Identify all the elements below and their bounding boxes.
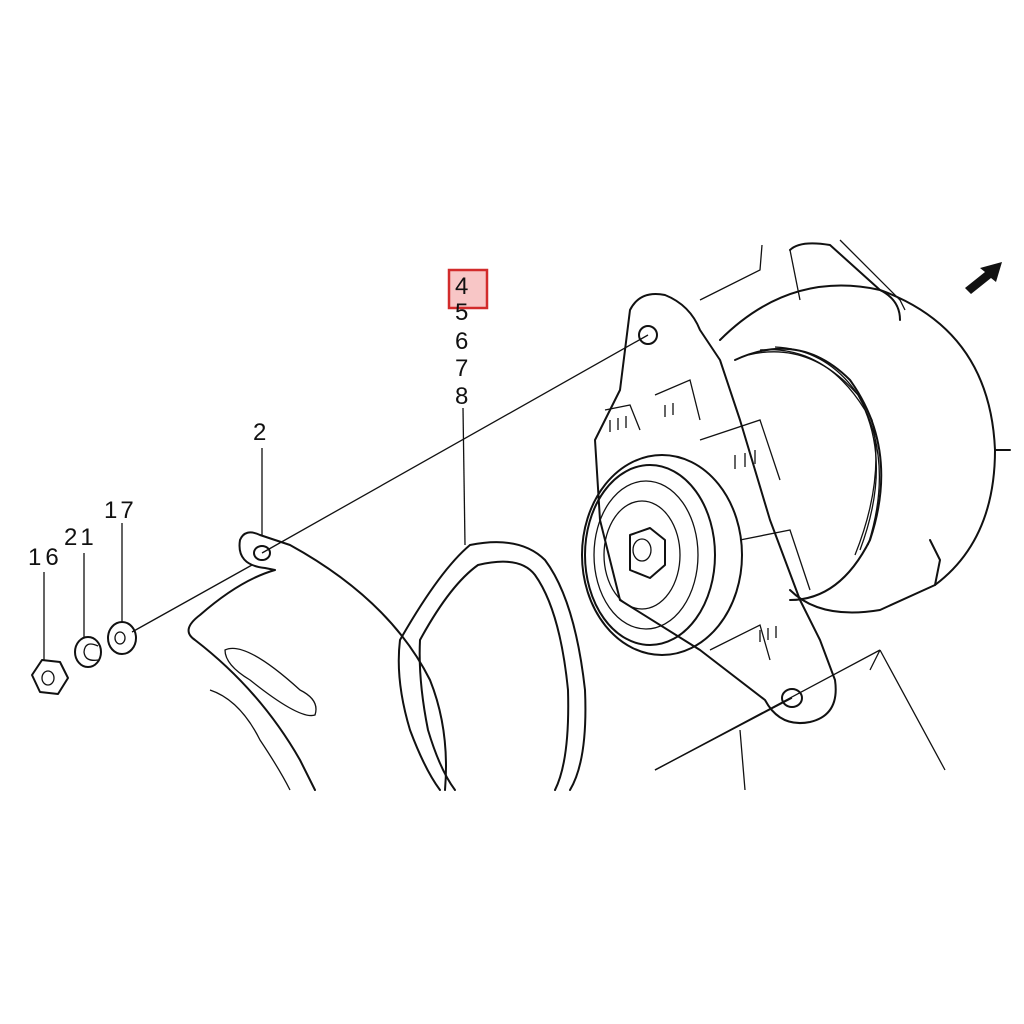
bracket-hole-top [638,325,658,345]
alternator-body [719,284,1011,614]
nut-16 [31,659,69,695]
washer-17 [107,621,137,655]
mounting-bracket [594,293,837,724]
callout-16[interactable]: 16 [28,544,63,571]
callout-4[interactable]: 4 [455,273,468,300]
callout-17[interactable]: 17 [104,497,137,524]
callout-5[interactable]: 5 [455,299,468,326]
leader-lines [43,334,793,771]
callout-8[interactable]: 8 [455,383,468,410]
bracket-hole-bottom [781,688,803,708]
callout-6[interactable]: 6 [455,328,468,355]
v-belt [397,541,587,791]
callout-21[interactable]: 21 [64,524,97,551]
callout-2[interactable]: 2 [253,419,266,446]
engine-bracket [654,239,946,791]
callout-highlight [447,268,489,310]
pulley [581,454,743,656]
callout-7[interactable]: 7 [455,355,468,382]
pulley-nut [629,527,666,579]
arrow-down-left-icon [965,262,1002,294]
clip-21 [74,636,102,668]
belt-cover [187,531,447,791]
